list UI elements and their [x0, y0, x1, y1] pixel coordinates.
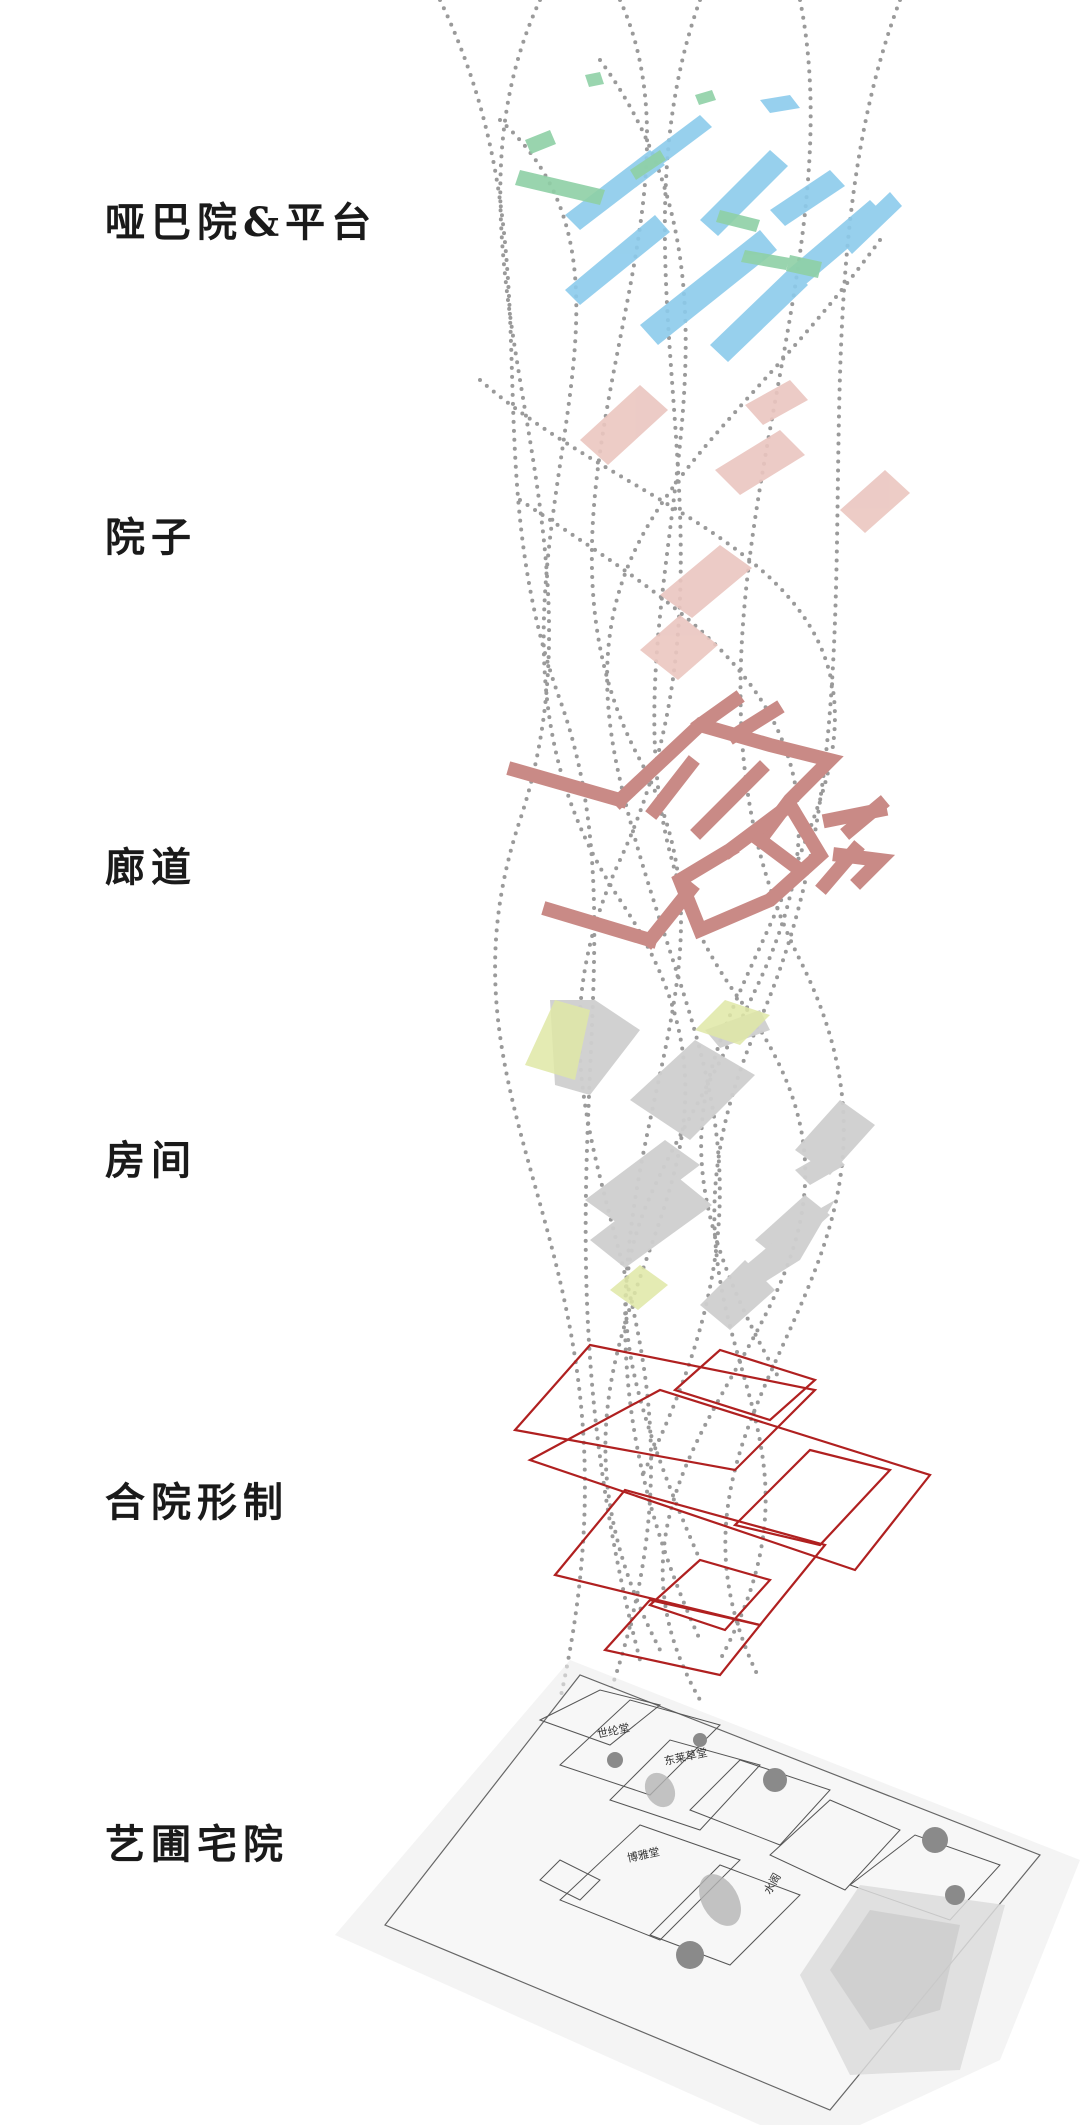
corridor-segment	[541, 901, 659, 949]
platform-green-strip	[716, 210, 760, 232]
courtyard-patch	[660, 545, 752, 618]
layer-label-rooms: 房间	[105, 1137, 197, 1184]
layer-label-platforms: 哑巴院&平台	[105, 199, 378, 246]
typology-outline	[602, 1598, 762, 1677]
courtyard-patch	[745, 380, 808, 425]
dotted-flow-lines	[438, 0, 902, 1722]
typology-outline	[647, 1558, 772, 1632]
layer-label-typology: 合院形制	[105, 1479, 289, 1526]
room-yellow-block	[610, 1265, 668, 1310]
layer-site-plan: 世纶堂 东莱草堂 博雅堂 水阁	[335, 1660, 1080, 2125]
layer-label-site: 艺圃宅院	[105, 1821, 289, 1868]
courtyard-patch	[640, 615, 718, 680]
typology-outline	[553, 1488, 827, 1627]
platform-blue-strip	[565, 215, 670, 305]
layer-typology-outlines	[512, 1343, 932, 1677]
platform-green-strip	[525, 130, 556, 154]
layer-corridors-shapes	[506, 690, 896, 950]
plan-label: 博雅堂	[626, 1844, 661, 1865]
corridor-segment	[671, 794, 829, 940]
room-block	[795, 1150, 845, 1185]
plan-pond-shade	[830, 1910, 960, 2030]
corridor-segment	[750, 830, 810, 880]
platform-green-strip	[515, 170, 605, 205]
room-block	[740, 1200, 835, 1285]
typology-outline	[527, 1388, 932, 1572]
layer-rooms-shapes	[525, 1000, 875, 1330]
corridor-segment	[725, 700, 785, 745]
platform-blue-strip	[840, 192, 902, 254]
layer-platforms-shapes	[515, 72, 902, 362]
typology-outline	[732, 1448, 893, 1547]
plan-trees	[607, 1733, 965, 1969]
corridor-segment	[690, 760, 770, 840]
courtyard-patch	[715, 430, 805, 495]
platform-green-strip	[695, 90, 716, 105]
corridor-segment	[506, 761, 629, 809]
layer-label-courtyards: 院子	[105, 514, 197, 561]
corridor-segment	[645, 755, 700, 820]
platform-green-strip	[741, 250, 790, 270]
typology-outline	[512, 1343, 818, 1472]
room-block	[795, 1100, 875, 1175]
layer-label-corridors: 廊道	[105, 844, 197, 891]
room-block	[635, 1200, 695, 1245]
room-yellow-block	[695, 1000, 770, 1045]
room-block	[585, 1140, 700, 1225]
room-block	[630, 1040, 755, 1140]
corridor-segment	[640, 880, 700, 950]
room-block	[700, 1260, 775, 1330]
plan-label: 世纶堂	[596, 1720, 631, 1741]
platform-green-strip	[786, 255, 822, 278]
courtyard-patch	[840, 470, 910, 533]
platform-green-strip	[585, 72, 604, 87]
corridor-segment	[815, 840, 865, 895]
courtyard-patch	[580, 385, 668, 465]
corridor-segment	[690, 690, 745, 735]
platform-blue-strip	[710, 268, 808, 362]
layer-courtyards-shapes	[580, 380, 910, 680]
platform-blue-strip	[770, 170, 845, 226]
platform-green-strip	[630, 150, 666, 180]
typology-outline	[672, 1348, 818, 1422]
room-yellow-block	[525, 1000, 590, 1080]
corridor-segment	[840, 795, 890, 840]
platform-blue-strip	[760, 95, 800, 113]
